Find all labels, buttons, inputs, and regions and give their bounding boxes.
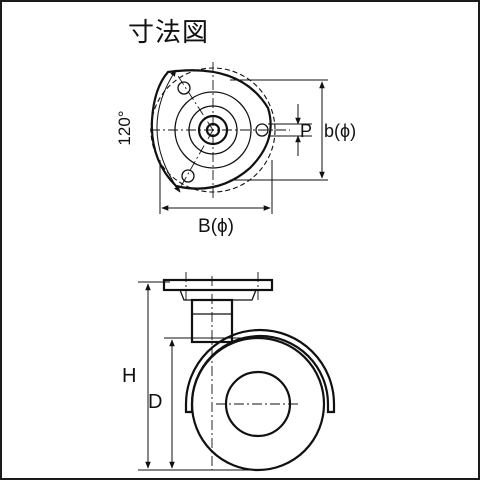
p-label: P (300, 121, 312, 141)
plate-flange (179, 289, 257, 301)
bolt-hole-3 (181, 169, 195, 183)
center-line-hole-1 (177, 75, 214, 131)
diagram-title: 寸法図 (128, 18, 210, 48)
bb-label: B(ϕ) (198, 216, 234, 237)
angle-arc (156, 69, 181, 193)
d-label: D (148, 391, 162, 413)
mount-plate (162, 278, 274, 292)
top-plate (150, 69, 272, 190)
b-label: b(ϕ) (324, 121, 356, 141)
h-label: H (122, 365, 136, 387)
side-view: H D (122, 272, 336, 472)
center-line-hole-3 (179, 129, 214, 189)
angle-label: 120° (115, 110, 134, 145)
top-view: 120° P b(ϕ) B(ϕ) (115, 62, 356, 237)
